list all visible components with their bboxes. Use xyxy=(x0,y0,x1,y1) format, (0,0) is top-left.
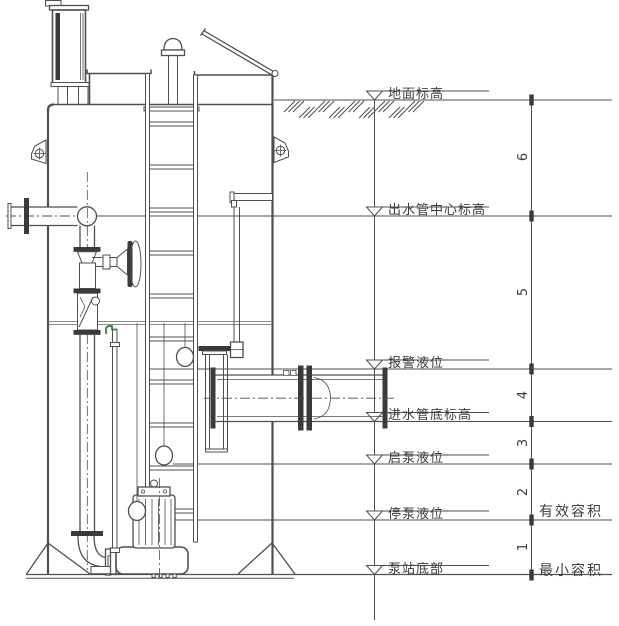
level-label-ground: 地面标高 xyxy=(388,87,445,102)
dimension-number-1: 1 xyxy=(516,542,531,552)
dimension-number-4: 4 xyxy=(516,390,531,400)
hatch-lid xyxy=(199,28,279,77)
level-lines xyxy=(6,99,612,579)
outlet-pipe-assembly xyxy=(7,172,98,570)
float-switch-alarm xyxy=(175,323,195,368)
ground-hatch xyxy=(283,100,425,119)
tank-shell xyxy=(25,69,296,575)
dimension-number-2: 2 xyxy=(516,487,531,497)
gate-valve xyxy=(73,240,142,294)
level-label-pump-start: 启泵液位 xyxy=(388,451,445,466)
level-label-inlet-bottom: 进水管底标高 xyxy=(388,408,473,423)
submersible-pump xyxy=(109,478,189,578)
vent-pipe xyxy=(160,37,186,105)
level-label-alarm: 报警液位 xyxy=(388,356,445,371)
volume-label-minimum: 最小容积 xyxy=(539,563,603,579)
lifting-lug-right xyxy=(273,136,289,164)
lifting-basket xyxy=(198,346,231,453)
float-switch-stop xyxy=(127,323,147,522)
dimension-line xyxy=(529,94,534,581)
level-label-pump-stop: 停泵液位 xyxy=(388,507,445,522)
basket-guide-rail xyxy=(229,191,273,359)
control-cabinet xyxy=(45,0,90,105)
level-sensor-tube xyxy=(105,325,120,553)
check-valve xyxy=(73,292,101,335)
dimension-number-5: 5 xyxy=(516,287,531,297)
inlet-pipe xyxy=(204,365,396,431)
float-switch-start xyxy=(154,323,174,466)
lifting-lug-left xyxy=(31,139,47,165)
access-ladder xyxy=(143,73,200,543)
discharge-pipe xyxy=(79,334,96,532)
level-label-station-bottom: 泵站底部 xyxy=(388,562,445,577)
level-label-outlet-center: 出水管中心标高 xyxy=(388,203,487,218)
level-marker-triangles xyxy=(365,90,489,576)
dimension-number-6: 6 xyxy=(516,152,531,162)
volume-label-effective: 有效容积 xyxy=(539,504,603,520)
dimension-number-3: 3 xyxy=(516,438,531,448)
